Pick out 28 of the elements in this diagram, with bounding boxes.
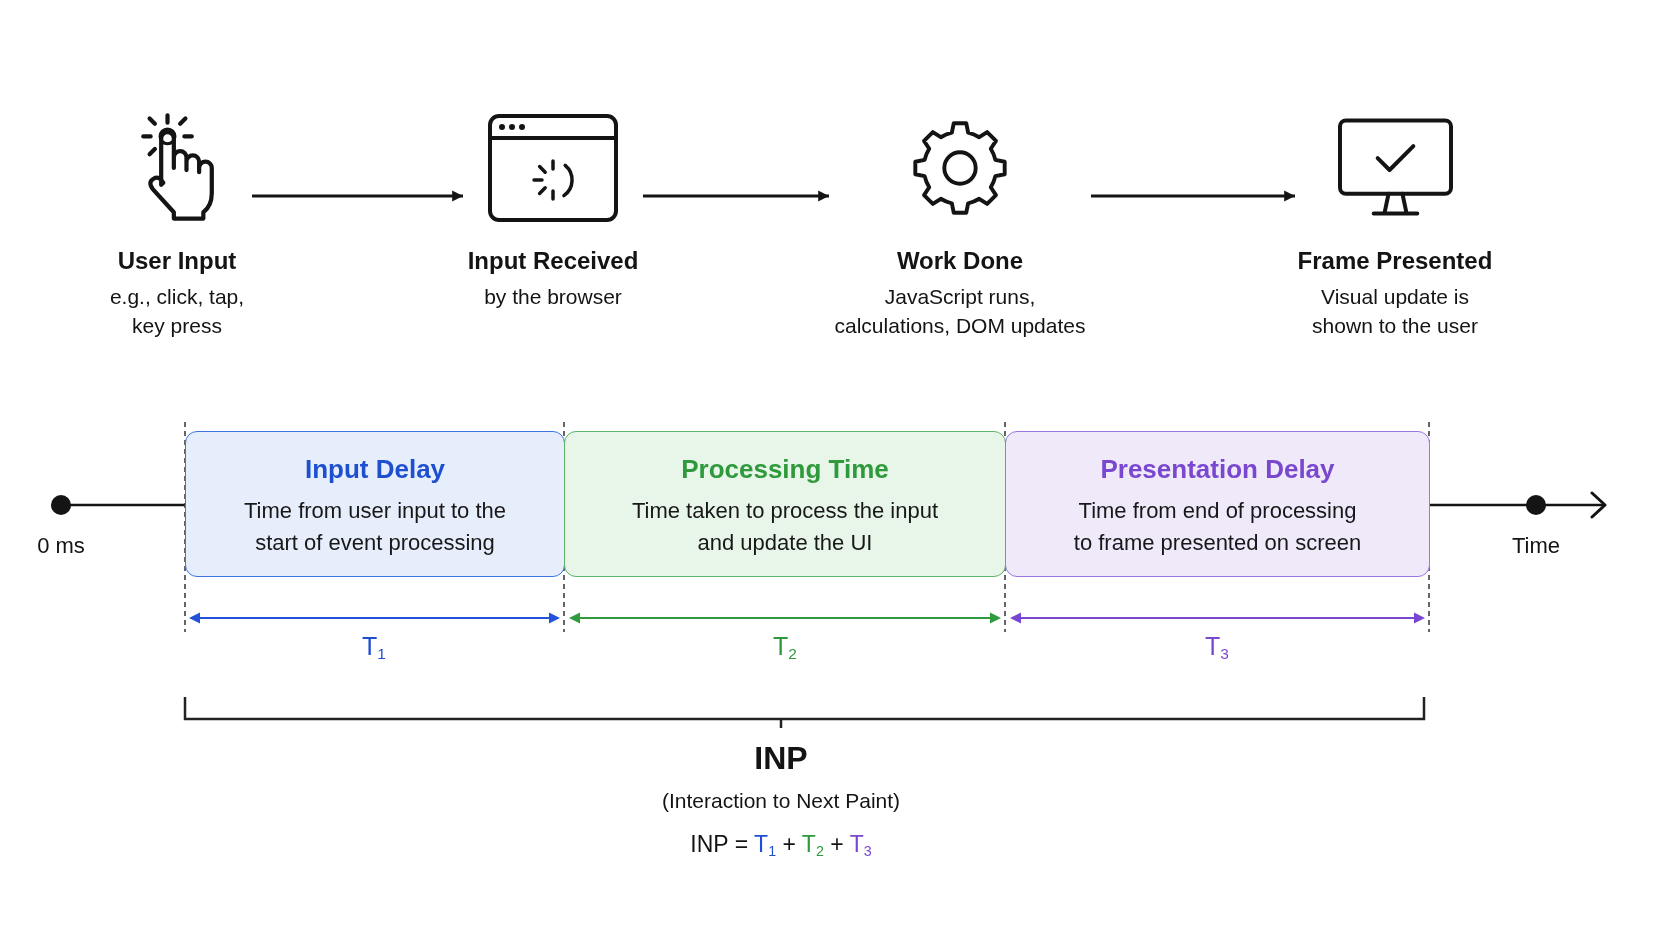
duration-label: T$_{3}$ <box>1205 631 1229 661</box>
phase-description: Time from user input to the start of event processing <box>242 497 508 557</box>
formula: INP = T$_{1}$ + T$_{2}$ + T$_{3}$ <box>690 831 872 859</box>
phase-box <box>1005 431 1430 577</box>
step-title: Frame Presented <box>1297 246 1493 276</box>
axis-label: 0 ms <box>37 532 85 560</box>
step-description: JavaScript runs, calculations, DOM updates <box>833 284 1087 339</box>
phase-box <box>185 431 565 577</box>
step-title: Work Done <box>896 246 1024 276</box>
step-title: Input Received <box>467 246 639 276</box>
metric-full-name: (Interaction to Next Paint) <box>661 788 901 814</box>
arrow <box>252 190 463 202</box>
phase-title: Input Delay <box>304 453 446 485</box>
metric-name: INP <box>754 738 808 778</box>
phase-box <box>564 431 1006 577</box>
arrow <box>1091 190 1295 202</box>
step-description: e.g., click, tap, key press <box>108 284 246 339</box>
arrow <box>643 190 829 202</box>
step-title: User Input <box>117 246 237 276</box>
step-description: by the browser <box>483 284 623 310</box>
phase-description: Time from end of processing to frame presented on screen <box>1072 497 1363 557</box>
phase-title: Processing Time <box>681 453 889 485</box>
duration-label: T$_{2}$ <box>773 631 797 661</box>
axis-label: Time <box>1511 532 1561 560</box>
duration-label: T$_{1}$ <box>362 631 386 661</box>
step-description: Visual update is shown to the user <box>1311 284 1479 339</box>
phase-title: Presentation Delay <box>1100 453 1335 485</box>
phase-description: Time taken to process the input and update the UI <box>630 497 940 557</box>
